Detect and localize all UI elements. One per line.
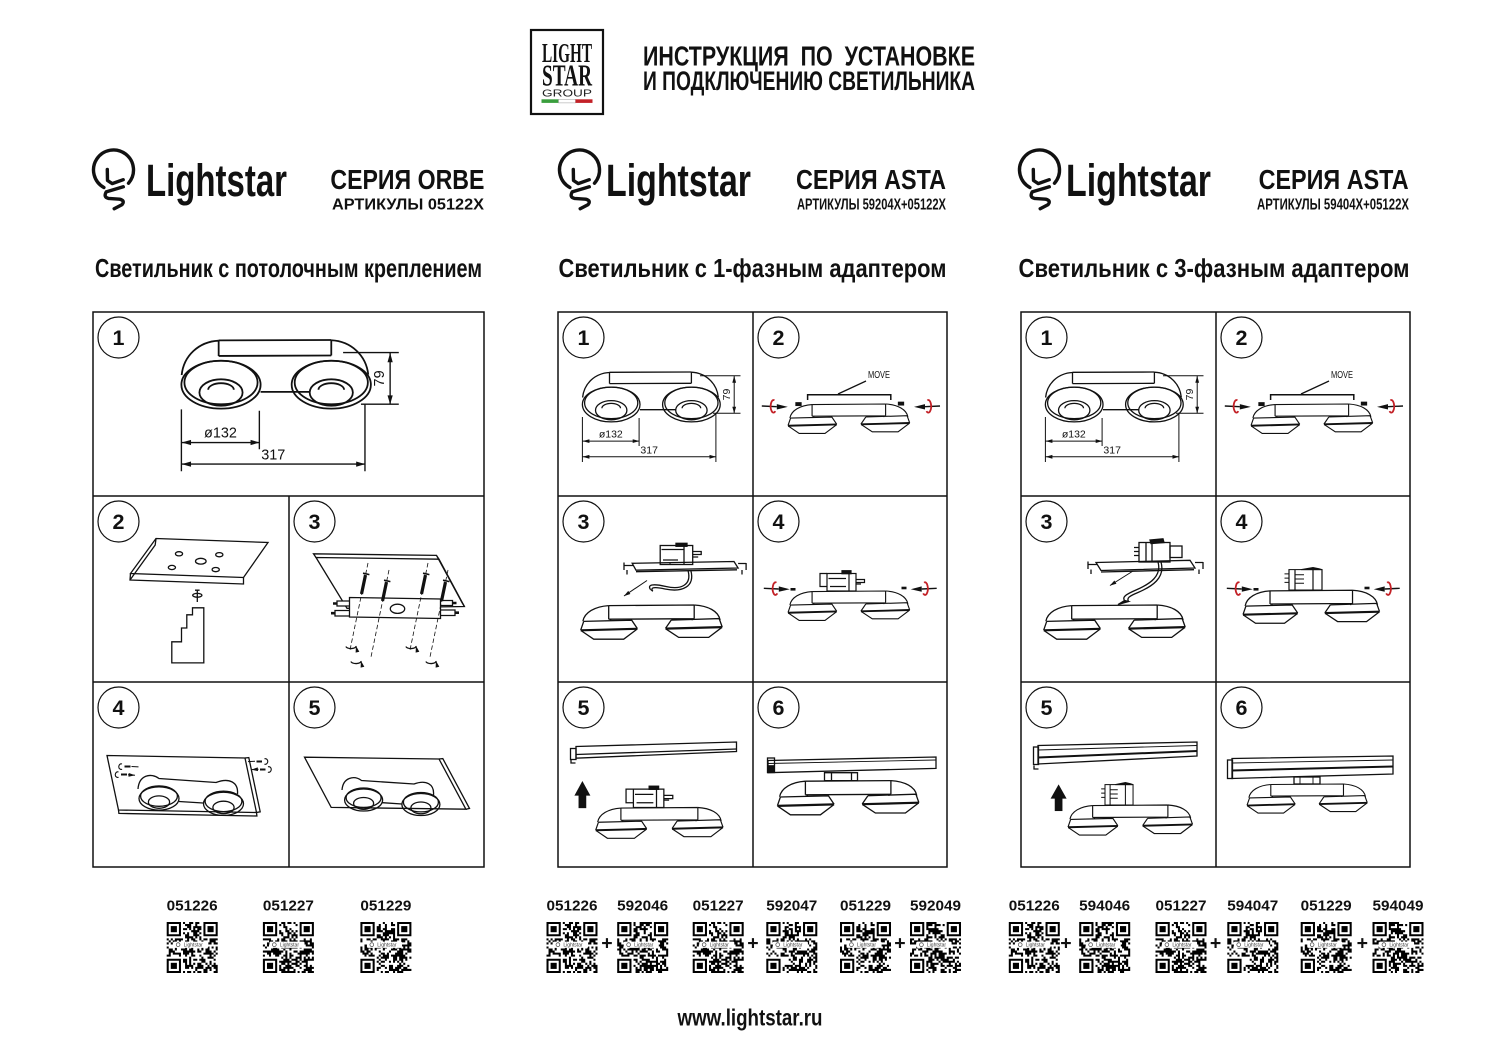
svg-text:051226: 051226 <box>547 898 598 915</box>
svg-text:594046: 594046 <box>1079 898 1130 915</box>
svg-text:+: + <box>601 933 612 955</box>
svg-text:АРТИКУЛЫ 05122X: АРТИКУЛЫ 05122X <box>332 197 485 214</box>
svg-text:www.lightstar.ru: www.lightstar.ru <box>677 1005 823 1031</box>
svg-text:4: 4 <box>1236 510 1248 534</box>
svg-text:051227: 051227 <box>1156 898 1207 915</box>
svg-text:6: 6 <box>1236 696 1248 720</box>
svg-text:2: 2 <box>1236 326 1248 350</box>
svg-text:594047: 594047 <box>1227 898 1278 915</box>
svg-text:3: 3 <box>309 510 321 534</box>
svg-text:И ПОДКЛЮЧЕНИЮ СВЕТИЛЬНИКА: И ПОДКЛЮЧЕНИЮ СВЕТИЛЬНИКА <box>643 66 975 96</box>
svg-text:MOVE: MOVE <box>868 370 890 381</box>
svg-text:Lightstar: Lightstar <box>1066 155 1211 206</box>
svg-text:051229: 051229 <box>840 898 891 915</box>
svg-text:6: 6 <box>773 696 785 720</box>
svg-text:051226: 051226 <box>167 898 218 915</box>
svg-text:+: + <box>747 933 758 955</box>
svg-text:+: + <box>1357 933 1368 955</box>
svg-text:5: 5 <box>1041 696 1053 720</box>
svg-text:СЕРИЯ ASTA: СЕРИЯ ASTA <box>1259 164 1409 195</box>
svg-text:051229: 051229 <box>360 898 411 915</box>
svg-text:Lightstar: Lightstar <box>606 155 751 206</box>
svg-text:592047: 592047 <box>766 898 817 915</box>
svg-text:ИНСТРУКЦИЯ ПО УСТАНОВКЕ: ИНСТРУКЦИЯ ПО УСТАНОВКЕ <box>643 40 975 71</box>
svg-text:3: 3 <box>578 510 590 534</box>
svg-text:MOVE: MOVE <box>1331 370 1353 381</box>
svg-text:051226: 051226 <box>1009 898 1060 915</box>
svg-text:+: + <box>1060 933 1071 955</box>
svg-text:051227: 051227 <box>263 898 314 915</box>
svg-text:GROUP: GROUP <box>542 88 592 100</box>
svg-text:Светильник с потолочным крепле: Светильник с потолочным креплением <box>95 253 482 283</box>
svg-text:STAR: STAR <box>542 58 592 93</box>
svg-text:2: 2 <box>113 510 125 534</box>
svg-text:5: 5 <box>578 696 590 720</box>
svg-text:1: 1 <box>1041 326 1053 350</box>
svg-text:1: 1 <box>578 326 590 350</box>
svg-text:+: + <box>1210 933 1221 955</box>
svg-text:Светильник с 3-фазным адаптеро: Светильник с 3-фазным адаптером <box>1019 253 1410 283</box>
svg-text:594049: 594049 <box>1373 898 1424 915</box>
svg-text:051227: 051227 <box>693 898 744 915</box>
svg-text:1: 1 <box>113 326 125 350</box>
svg-text:Lightstar: Lightstar <box>146 155 287 206</box>
svg-text:4: 4 <box>113 696 125 720</box>
svg-text:СЕРИЯ ORBE: СЕРИЯ ORBE <box>330 164 484 195</box>
svg-text:051229: 051229 <box>1301 898 1352 915</box>
svg-text:СЕРИЯ ASTA: СЕРИЯ ASTA <box>796 164 946 195</box>
svg-text:5: 5 <box>309 696 321 720</box>
svg-text:4: 4 <box>773 510 785 534</box>
svg-text:АРТИКУЛЫ 59204X+05122X: АРТИКУЛЫ 59204X+05122X <box>797 197 946 214</box>
svg-text:2: 2 <box>773 326 785 350</box>
svg-text:+: + <box>894 933 905 955</box>
svg-text:АРТИКУЛЫ 59404X+05122X: АРТИКУЛЫ 59404X+05122X <box>1257 197 1409 214</box>
svg-text:592046: 592046 <box>617 898 668 915</box>
svg-text:Светильник с 1-фазным адаптеро: Светильник с 1-фазным адаптером <box>559 253 947 283</box>
svg-text:3: 3 <box>1041 510 1053 534</box>
svg-text:LIGHT: LIGHT <box>542 38 592 68</box>
svg-text:592049: 592049 <box>910 898 961 915</box>
